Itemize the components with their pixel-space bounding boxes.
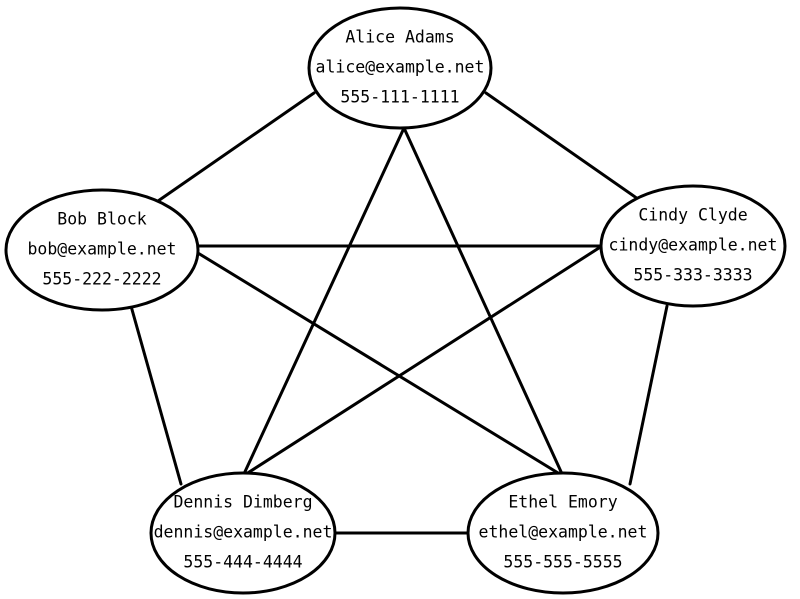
node-bob: Bob Block bob@example.net 555-222-2222 (4, 188, 200, 312)
edge-alice-ethel (402, 126, 565, 478)
node-ellipse (149, 471, 337, 595)
node-name: Cindy Clyde (638, 206, 747, 225)
node-ellipse (599, 184, 787, 308)
node-email: cindy@example.net (609, 236, 778, 255)
node-dennis: Dennis Dimberg dennis@example.net 555-444-… (149, 471, 337, 595)
node-name: Ethel Emory (508, 493, 617, 512)
node-phone: 555-111-1111 (340, 88, 459, 107)
edge-cindy-dennis (241, 244, 604, 478)
node-phone: 555-333-3333 (633, 266, 752, 285)
node-email: alice@example.net (316, 58, 485, 77)
edge-bob-dennis (129, 304, 183, 486)
edge-bob-ethel (191, 248, 565, 478)
node-ellipse (466, 471, 660, 595)
node-name: Dennis Dimberg (173, 493, 312, 512)
node-name: Bob Block (57, 210, 146, 229)
node-email: bob@example.net (27, 240, 176, 259)
edge-alice-bob (156, 91, 316, 203)
node-alice: Alice Adams alice@example.net 555-111-1111 (307, 6, 493, 130)
edges-layer (129, 91, 669, 535)
edge-cindy-ethel (628, 304, 669, 486)
node-phone: 555-222-2222 (42, 270, 161, 289)
node-email: dennis@example.net (154, 523, 333, 542)
node-ethel: Ethel Emory ethel@example.net 555-555-5555 (466, 471, 660, 595)
node-ellipse (307, 6, 493, 130)
node-email: ethel@example.net (479, 523, 648, 542)
edge-alice-cindy (484, 91, 640, 201)
nodes-layer: Alice Adams alice@example.net 555-111-1111… (4, 6, 787, 595)
node-name: Alice Adams (345, 28, 454, 47)
node-phone: 555-555-5555 (503, 553, 622, 572)
edge-alice-dennis (241, 126, 406, 478)
node-ellipse (4, 188, 200, 312)
node-cindy: Cindy Clyde cindy@example.net 555-333-3333 (599, 184, 787, 308)
node-phone: 555-444-4444 (183, 553, 302, 572)
